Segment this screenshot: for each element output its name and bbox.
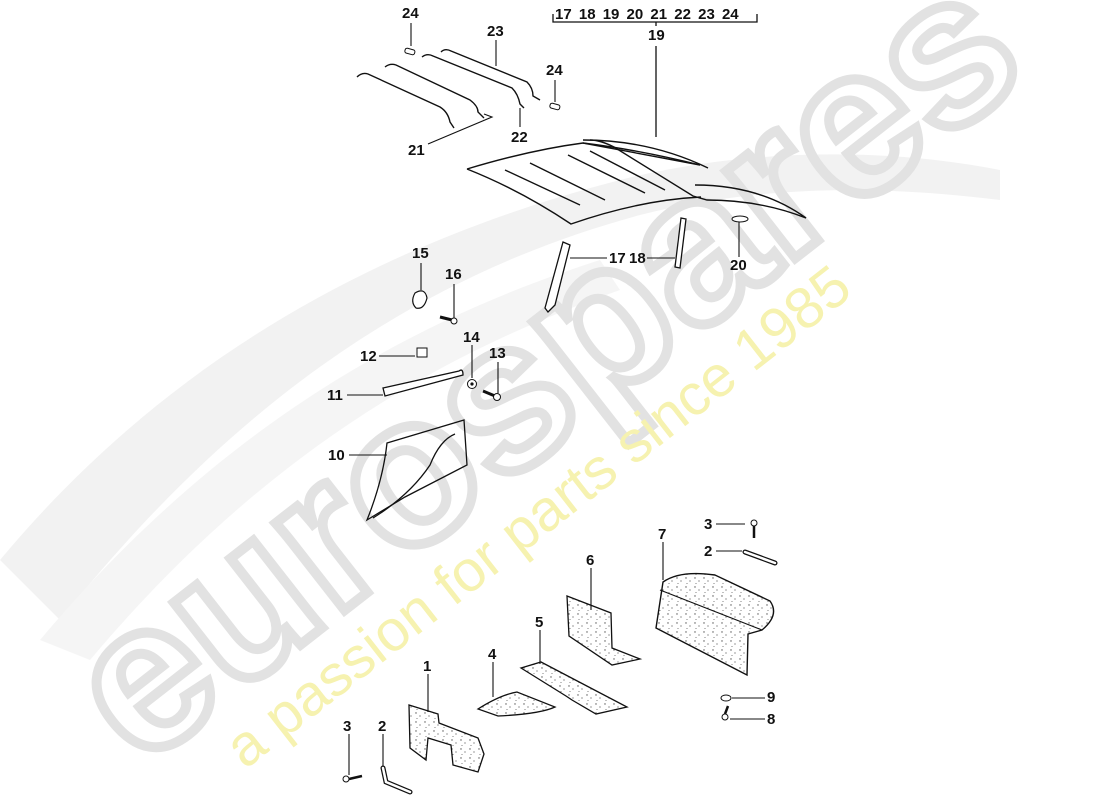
screw-3-upper — [750, 519, 758, 538]
clip-nut-12 — [416, 347, 428, 358]
callout-9[interactable]: 9 — [767, 689, 776, 706]
callout-22[interactable]: 22 — [511, 129, 528, 146]
pad-1 — [408, 704, 485, 773]
bracket-2-lower — [380, 765, 413, 795]
leader-lines-bottom — [348, 523, 765, 775]
pad-6 — [566, 595, 643, 666]
callout-7[interactable]: 7 — [658, 526, 667, 543]
pin-24-left — [404, 47, 416, 56]
pad-4 — [476, 691, 557, 717]
callout-15[interactable]: 15 — [412, 245, 429, 262]
callout-13[interactable]: 13 — [489, 345, 506, 362]
leader-lines-mid — [347, 263, 499, 456]
callout-3-lower[interactable]: 3 — [343, 718, 352, 735]
callout-24-right[interactable]: 24 — [546, 62, 563, 79]
callout-8[interactable]: 8 — [767, 711, 776, 728]
callout-21[interactable]: 21 — [408, 142, 425, 159]
callout-10[interactable]: 10 — [328, 447, 345, 464]
callout-18[interactable]: 18 — [629, 250, 646, 267]
screw-8 — [721, 705, 730, 721]
callout-5[interactable]: 5 — [535, 614, 544, 631]
callout-1[interactable]: 1 — [423, 658, 432, 675]
callout-2-lower[interactable]: 2 — [378, 718, 387, 735]
callout-2-upper[interactable]: 2 — [704, 543, 713, 560]
trim-strip-11 — [382, 369, 464, 397]
strip-17 — [544, 241, 571, 313]
callout-6[interactable]: 6 — [586, 552, 595, 569]
watermark-swoosh — [0, 154, 1000, 660]
callout-14[interactable]: 14 — [463, 329, 480, 346]
pin-24-right — [549, 102, 561, 111]
top-bows — [356, 49, 541, 129]
pad-5 — [519, 661, 629, 715]
callout-12[interactable]: 12 — [360, 348, 377, 365]
callout-16[interactable]: 16 — [445, 266, 462, 283]
group-header-numbers: 17 18 19 20 21 22 23 24 — [555, 6, 739, 23]
callout-20[interactable]: 20 — [730, 257, 747, 274]
clip-9 — [720, 694, 732, 702]
bracket-2-upper — [742, 549, 778, 566]
side-panel-10 — [365, 419, 468, 522]
callout-19[interactable]: 19 — [648, 27, 665, 44]
callout-11[interactable]: 11 — [327, 387, 343, 404]
callout-3-upper[interactable]: 3 — [704, 516, 713, 533]
leader-lines-17-18-20 — [570, 222, 740, 259]
washer-14 — [467, 379, 477, 389]
callout-24-left[interactable]: 24 — [402, 5, 419, 22]
pad-7 — [655, 572, 775, 677]
screw-3-lower — [342, 774, 363, 783]
callout-4[interactable]: 4 — [488, 646, 497, 663]
callout-17[interactable]: 17 — [609, 250, 626, 267]
clip-20 — [731, 215, 749, 223]
callout-23[interactable]: 23 — [487, 23, 504, 40]
screw-13 — [482, 389, 501, 401]
cap-15 — [412, 290, 428, 309]
group-bracket — [552, 14, 758, 137]
strip-18 — [674, 217, 687, 269]
headliner-19 — [466, 139, 807, 225]
leader-lines-top — [410, 23, 556, 145]
